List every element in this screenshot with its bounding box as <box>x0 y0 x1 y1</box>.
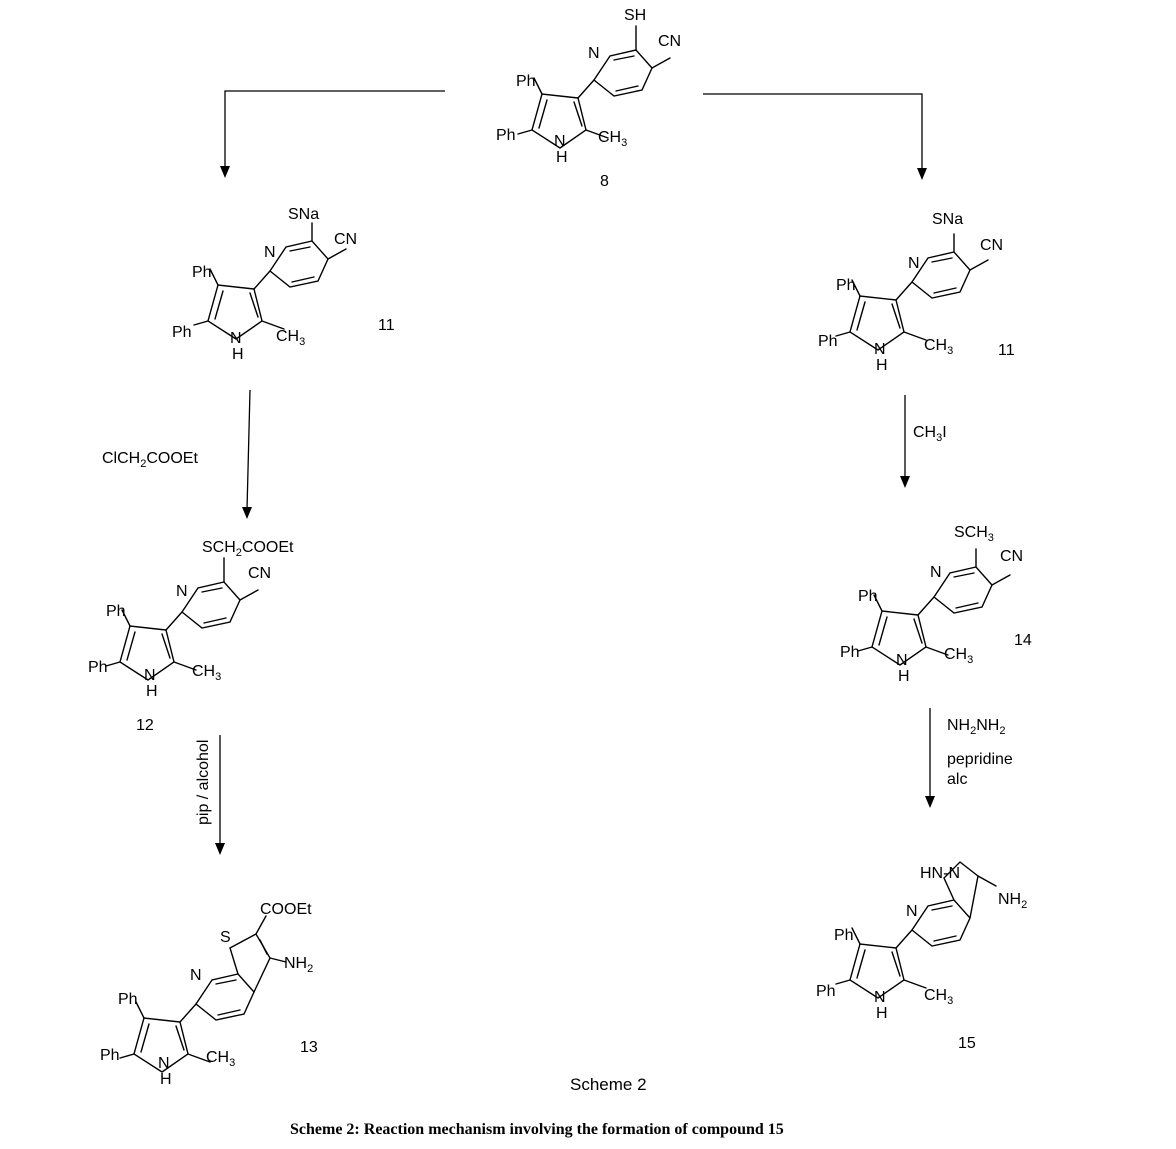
phenyl-label: Ph <box>172 324 192 341</box>
compound-number-14: 14 <box>1014 632 1032 649</box>
phenyl-label: Ph <box>834 927 854 944</box>
arrow-to-12 <box>242 389 252 519</box>
phenyl-label: Ph <box>88 659 108 676</box>
pyrrole-n-label: N <box>230 330 242 347</box>
sodium-thiolate-label: SNa <box>932 211 963 228</box>
nitrile-label: CN <box>658 33 681 50</box>
scheme-label: Scheme 2 <box>570 1075 647 1094</box>
pyridine-n-label: N <box>930 564 942 581</box>
reagent-alcohol: alc <box>947 771 967 788</box>
compound-number-11-left: 11 <box>378 317 395 334</box>
compound-13: S COOEt NH2 Ph Ph N H CH3 N <box>100 901 313 1088</box>
compound-12: Ph Ph N H CH3 N SCH2COOEt CN <box>88 539 294 700</box>
pyrrole-h-label: H <box>232 346 244 363</box>
compound-11-right: Ph Ph N H CH3 N SNa CN <box>818 211 1003 374</box>
pyrrole-n-label: N <box>554 133 566 150</box>
phenyl-label: Ph <box>496 127 516 144</box>
pyrrole-h-label: H <box>898 668 910 685</box>
pyrrole-n-label: N <box>158 1055 170 1072</box>
compound-8: Ph Ph N H CH3 N SH CN 8 <box>496 7 681 190</box>
pyridine-n-label: N <box>176 583 188 600</box>
thiophene-s-label: S <box>220 929 231 946</box>
arrow-to-13 <box>215 735 225 855</box>
nitrile-label: CN <box>334 231 357 248</box>
nitrile-label: CN <box>980 237 1003 254</box>
pyrrole-h-label: H <box>876 357 888 374</box>
pyrrole-h-label: H <box>146 683 158 700</box>
pyrazole-nh-label: HN-N <box>920 865 960 882</box>
methyl-label: CH3 <box>924 337 953 357</box>
compound-number-8: 8 <box>600 173 609 190</box>
arrow-to-14 <box>900 395 910 488</box>
reagent-piperidine-alcohol: pip / alcohol <box>195 740 212 825</box>
methylthio-label: SCH3 <box>954 524 994 544</box>
methyl-label: CH3 <box>276 328 305 348</box>
phenyl-label: Ph <box>858 588 878 605</box>
pyrrole-n-label: N <box>144 667 156 684</box>
reagent-piperidine: pepridine <box>947 751 1013 768</box>
nitrile-label: CN <box>1000 548 1023 565</box>
reagent-hydrazine: NH2NH2 <box>947 717 1005 737</box>
compound-14: Ph Ph N H CH3 N SCH3 CN <box>840 524 1023 685</box>
phenyl-label: Ph <box>100 1047 120 1064</box>
compound-11-left: Ph Ph N H CH3 N SNa CN <box>172 206 357 363</box>
pyridine-n-label: N <box>190 967 202 984</box>
pyrrole-n-label: N <box>874 341 886 358</box>
methyl-label: CH3 <box>192 663 221 683</box>
sodium-thiolate-label: SNa <box>288 206 319 223</box>
thiol-label: SH <box>624 7 646 24</box>
phenyl-label: Ph <box>836 277 856 294</box>
phenyl-label: Ph <box>816 983 836 1000</box>
compound-number-11-right: 11 <box>998 342 1015 359</box>
pyrrole-h-label: H <box>160 1071 172 1088</box>
phenyl-label: Ph <box>818 333 838 350</box>
reagent-chloroacetate: ClCH2COOEt <box>102 450 198 470</box>
arrow-to-11-right <box>703 93 927 180</box>
phenyl-label: Ph <box>106 603 126 620</box>
phenyl-label: Ph <box>516 73 536 90</box>
amine-label: NH2 <box>998 891 1027 911</box>
compound-number-12: 12 <box>136 717 154 734</box>
compound-15: HN-N NH2 Ph Ph N H CH3 N <box>816 861 1027 1022</box>
nitrile-label: CN <box>248 565 271 582</box>
ester-label: COOEt <box>260 901 312 918</box>
pyridine-n-label: N <box>264 244 276 261</box>
pyrrole-n-label: N <box>874 989 886 1006</box>
amine-label: NH2 <box>284 955 313 975</box>
pyridine-n-label: N <box>908 255 920 272</box>
pyridine-n-label: N <box>906 903 918 920</box>
pyrrole-h-label: H <box>876 1005 888 1022</box>
phenyl-label: Ph <box>840 644 860 661</box>
phenyl-label: Ph <box>192 264 212 281</box>
thioacetate-label: SCH2COOEt <box>202 539 294 559</box>
methyl-label: CH3 <box>598 129 627 149</box>
figure-caption: Scheme 2: Reaction mechanism involving t… <box>290 1121 784 1138</box>
compound-number-13: 13 <box>300 1039 318 1056</box>
methyl-label: CH3 <box>206 1049 235 1069</box>
phenyl-label: Ph <box>118 991 138 1008</box>
pyrrole-n-label: N <box>896 652 908 669</box>
reagent-methyl-iodide: CH3I <box>913 424 947 444</box>
methyl-label: CH3 <box>944 646 973 666</box>
pyrrole-h-label: H <box>556 149 568 166</box>
compound-number-15: 15 <box>958 1035 976 1052</box>
methyl-label: CH3 <box>924 987 953 1007</box>
pyridine-n-label: N <box>588 45 600 62</box>
arrow-to-11-left <box>220 90 445 178</box>
arrow-to-15 <box>925 708 935 808</box>
